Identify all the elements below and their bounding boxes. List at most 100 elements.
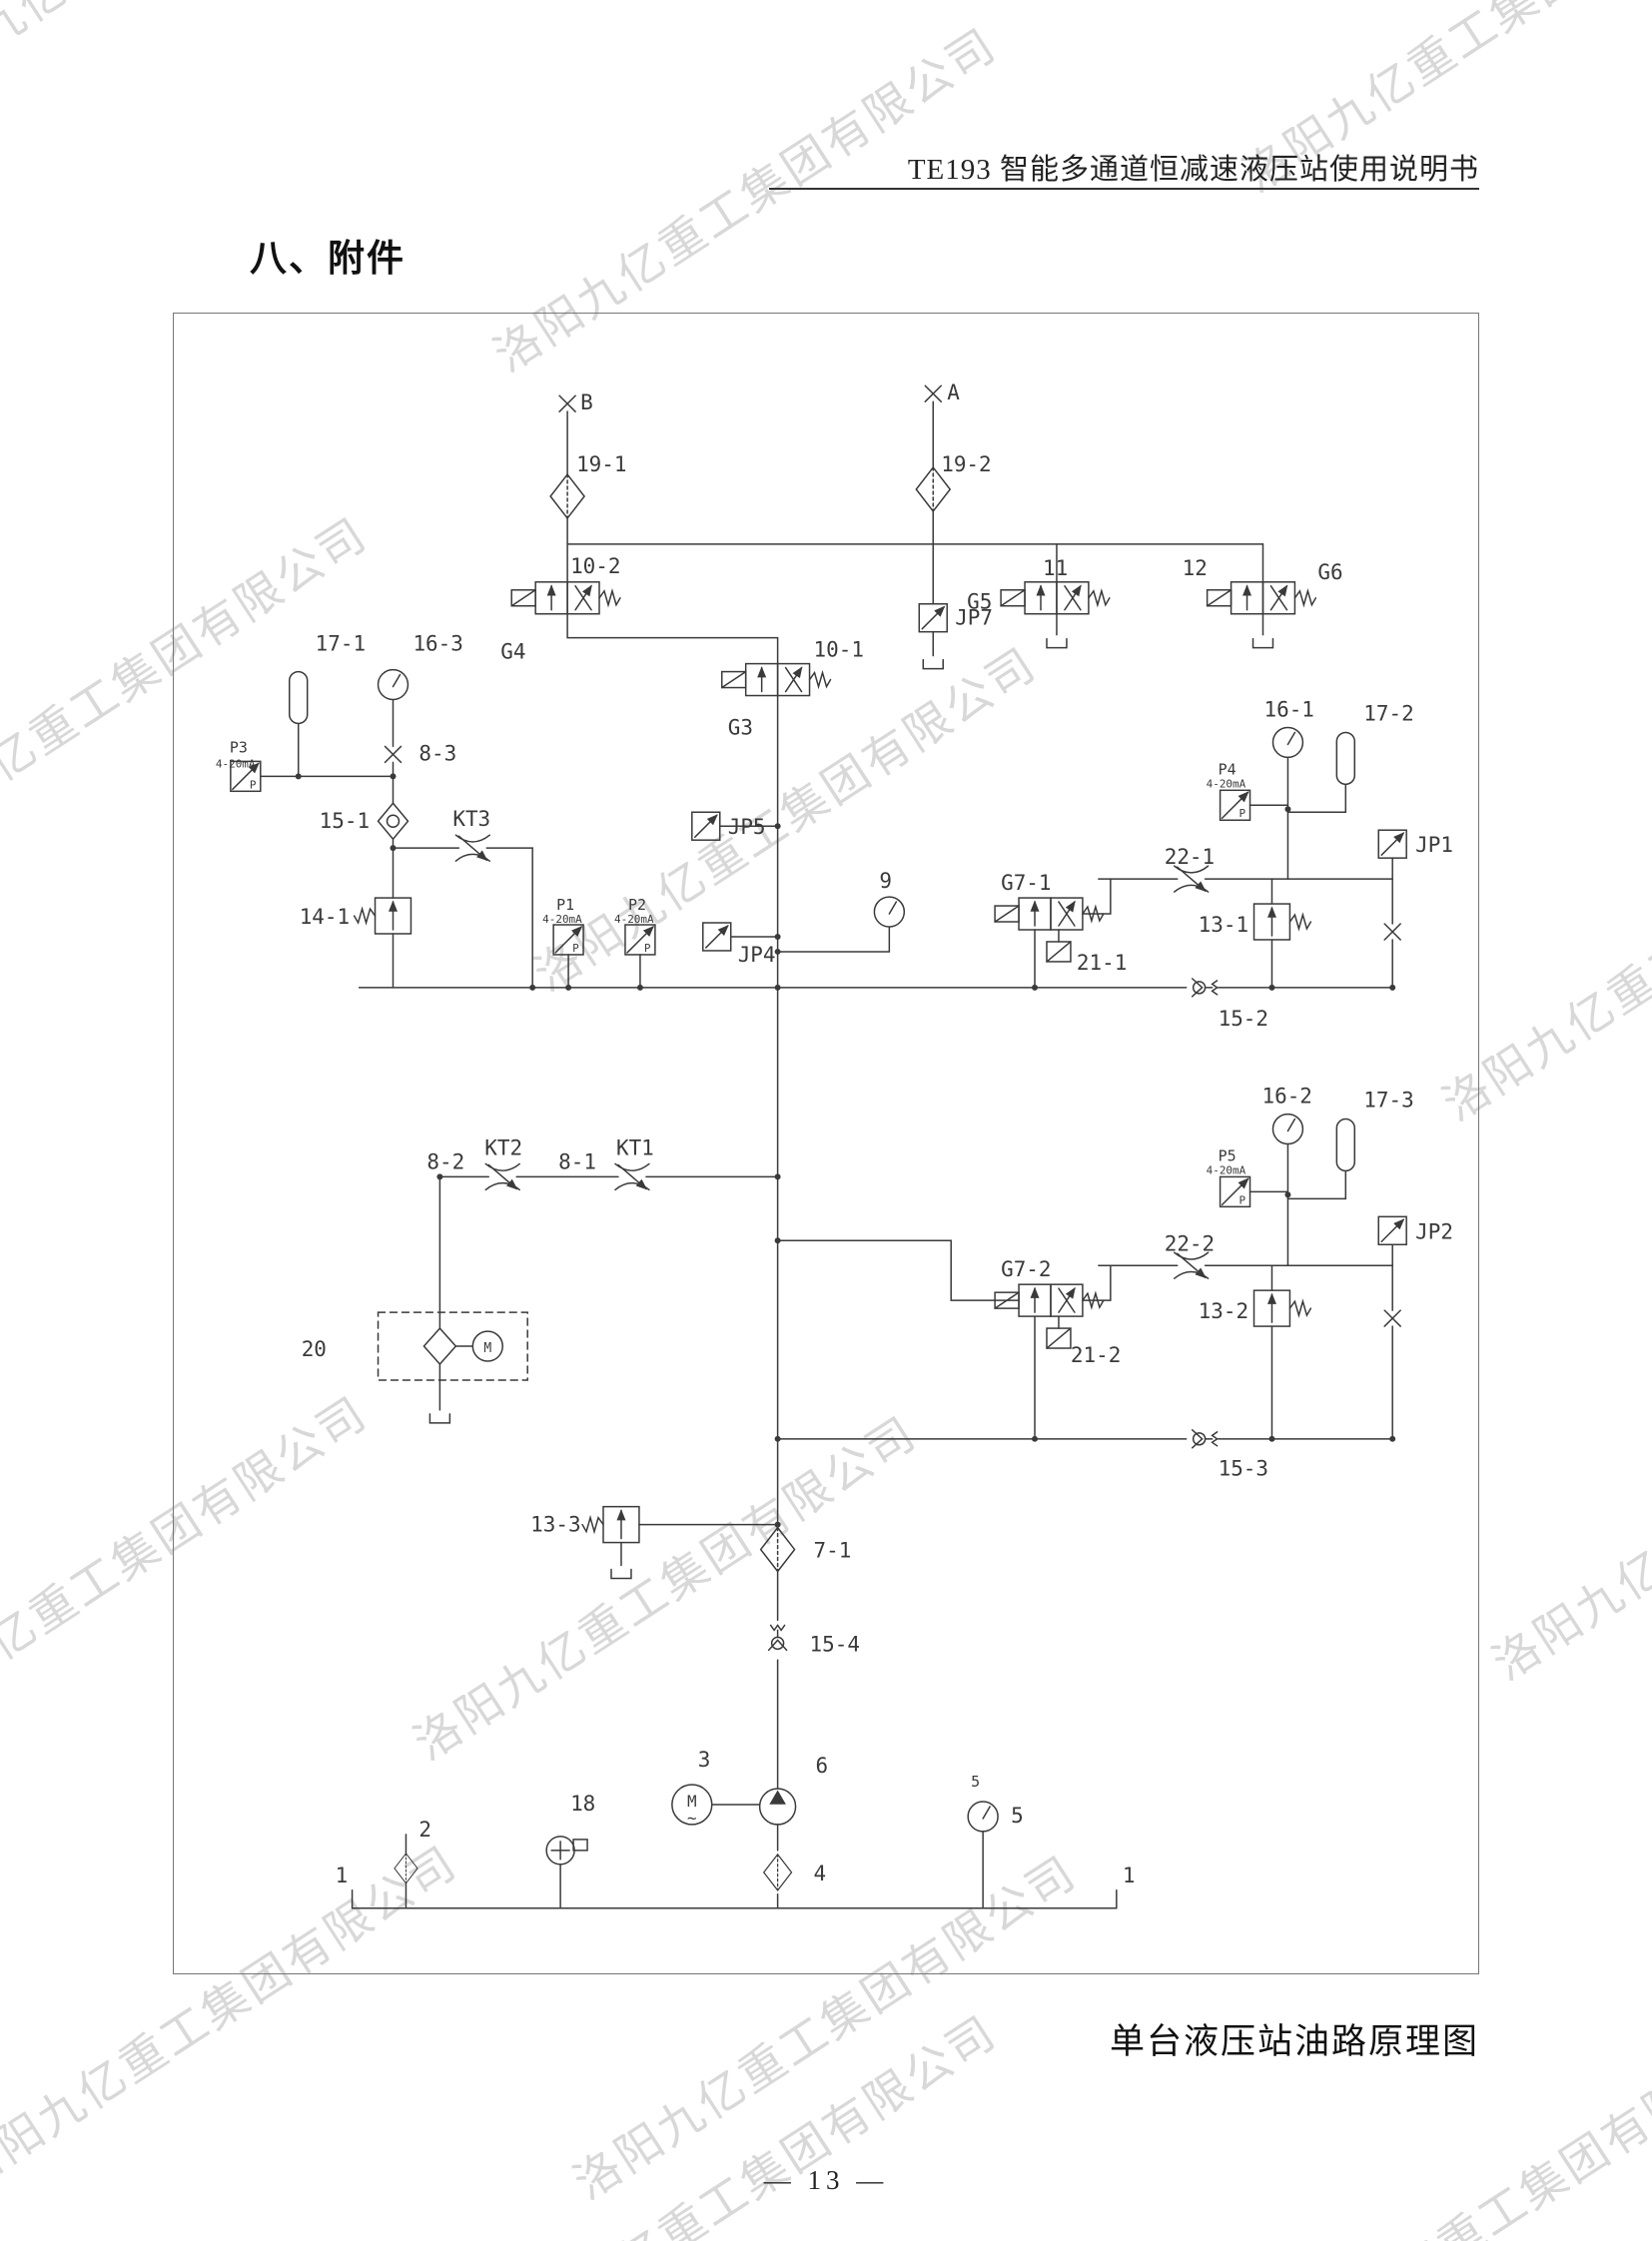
check-valve-15-2 bbox=[1191, 978, 1219, 998]
component-label-4-20ma: 4-20mA bbox=[1207, 777, 1246, 790]
component-label--: ~ bbox=[687, 1809, 697, 1828]
component-label-22-2: 22-2 bbox=[1165, 1231, 1215, 1255]
shutoff-jp2-line bbox=[1383, 1309, 1401, 1327]
component-label-22-1: 22-1 bbox=[1165, 845, 1215, 869]
pump-6-symbol bbox=[758, 1788, 797, 1826]
component-label-18: 18 bbox=[570, 1792, 595, 1816]
component-label-9: 9 bbox=[879, 869, 892, 893]
component-label-jp1: JP1 bbox=[1415, 833, 1453, 857]
accumulator-17-3 bbox=[1335, 1118, 1356, 1172]
gauge-5 bbox=[967, 1801, 999, 1833]
tank-icon bbox=[610, 1568, 632, 1580]
component-label-21-1: 21-1 bbox=[1077, 951, 1127, 975]
shutoff-jp1-line bbox=[1383, 923, 1401, 941]
component-label-12: 12 bbox=[1183, 556, 1208, 580]
component-label-jp5: JP5 bbox=[728, 815, 766, 839]
pipe-wires bbox=[260, 400, 1393, 1909]
component-label-5: 5 bbox=[1011, 1804, 1024, 1828]
component-label-17-1: 17-1 bbox=[316, 632, 366, 656]
component-label-g4: G4 bbox=[500, 640, 525, 664]
component-label-1: 1 bbox=[336, 1864, 349, 1887]
level-gauge-18 bbox=[545, 1836, 588, 1866]
accumulator-17-1 bbox=[288, 670, 309, 725]
component-label-4: 4 bbox=[814, 1862, 827, 1885]
component-symbols bbox=[231, 384, 1406, 1891]
component-label-jp4: JP4 bbox=[738, 943, 776, 967]
component-label-kt2: KT2 bbox=[484, 1135, 522, 1159]
component-label-4-20ma: 4-20mA bbox=[542, 913, 582, 926]
header-rule bbox=[769, 188, 1479, 190]
valve-jp7 bbox=[919, 604, 947, 632]
valve-jp2 bbox=[1378, 1216, 1406, 1244]
solenoid-21-2 bbox=[1046, 1327, 1072, 1349]
check-valve-15-4 bbox=[767, 1624, 788, 1652]
component-label-7-1: 7-1 bbox=[814, 1539, 852, 1563]
page-number: — 13 — bbox=[763, 2165, 889, 2195]
component-label-a: A bbox=[947, 380, 960, 404]
component-label-8-2: 8-2 bbox=[426, 1149, 464, 1173]
component-label-g7-1: G7-1 bbox=[1001, 871, 1051, 895]
valve-13-1 bbox=[1254, 904, 1311, 940]
component-label-g5: G5 bbox=[967, 590, 992, 614]
gauge-9 bbox=[873, 896, 906, 928]
component-label-4-20ma: 4-20mA bbox=[1207, 1163, 1246, 1176]
solenoid-21-1 bbox=[1046, 941, 1072, 963]
valve-10-1 bbox=[722, 664, 831, 696]
breather-2 bbox=[394, 1853, 418, 1884]
tank-icon bbox=[1046, 637, 1068, 649]
throttle-22-2 bbox=[1175, 1252, 1209, 1278]
component-label-8-3: 8-3 bbox=[418, 741, 456, 765]
component-label-19-2: 19-2 bbox=[941, 452, 991, 476]
component-label-6: 6 bbox=[816, 1754, 829, 1778]
valve-10-2 bbox=[511, 582, 620, 614]
component-label-p4: P4 bbox=[1219, 760, 1237, 778]
header-title: TE193 智能多通道恒减速液压站使用说明书 bbox=[907, 154, 1479, 186]
component-label-16-1: 16-1 bbox=[1263, 697, 1313, 721]
component-label-4-20ma: 4-20mA bbox=[614, 913, 654, 926]
gauge-16-1 bbox=[1271, 726, 1304, 759]
component-label-15-1: 15-1 bbox=[320, 809, 370, 833]
component-label-m: M bbox=[483, 1341, 491, 1356]
component-label-4-20ma: 4-20mA bbox=[216, 757, 256, 770]
gauge-16-3 bbox=[377, 668, 410, 701]
component-label-14-1: 14-1 bbox=[300, 905, 350, 929]
component-label-5: 5 bbox=[971, 1773, 980, 1791]
watermark-text: 洛阳九亿重工集团有限公司 bbox=[1483, 1326, 1652, 1690]
check-valve-15-3 bbox=[1191, 1429, 1219, 1449]
diagram-caption: 单台液压站油路原理图 bbox=[1109, 2022, 1479, 2061]
valve-jp1 bbox=[1378, 830, 1406, 858]
component-label-3: 3 bbox=[698, 1748, 711, 1772]
valve-13-3 bbox=[582, 1507, 639, 1543]
component-label-1: 1 bbox=[1123, 1864, 1136, 1887]
component-label-p3: P3 bbox=[230, 738, 248, 756]
valve-jp4 bbox=[703, 923, 731, 951]
valve-11 bbox=[1001, 582, 1110, 614]
valve-13-2 bbox=[1254, 1290, 1311, 1326]
tank-icon bbox=[428, 1413, 451, 1424]
component-label-m: M bbox=[687, 1792, 697, 1811]
component-label-p: P bbox=[1239, 1193, 1246, 1206]
hydraulic-schematic: B19-1A19-210-2G411G512G6JP710-1G317-116-… bbox=[216, 380, 1453, 1909]
component-label-b: B bbox=[580, 390, 593, 414]
component-label-21-2: 21-2 bbox=[1071, 1343, 1121, 1367]
check-valve-15-1 bbox=[377, 802, 410, 840]
component-label-p: P bbox=[250, 778, 257, 791]
component-label-kt3: KT3 bbox=[452, 807, 490, 831]
junction-dots bbox=[295, 773, 1396, 1528]
component-label-2: 2 bbox=[418, 1818, 431, 1842]
component-label-20: 20 bbox=[302, 1337, 327, 1361]
filter-19-1 bbox=[549, 473, 585, 519]
component-label-p: P bbox=[1239, 807, 1246, 820]
pump-unit-20 bbox=[377, 1311, 528, 1411]
component-label-p2: P2 bbox=[628, 896, 646, 914]
filter-7-1 bbox=[759, 1526, 796, 1573]
throttle-8-1-kt1 bbox=[615, 1163, 649, 1189]
throttle-kt3 bbox=[455, 835, 489, 861]
line-b-shutoff-icon bbox=[558, 394, 576, 412]
component-label-p: P bbox=[644, 942, 651, 955]
component-label-17-2: 17-2 bbox=[1363, 701, 1413, 725]
tank-icon bbox=[922, 658, 944, 670]
